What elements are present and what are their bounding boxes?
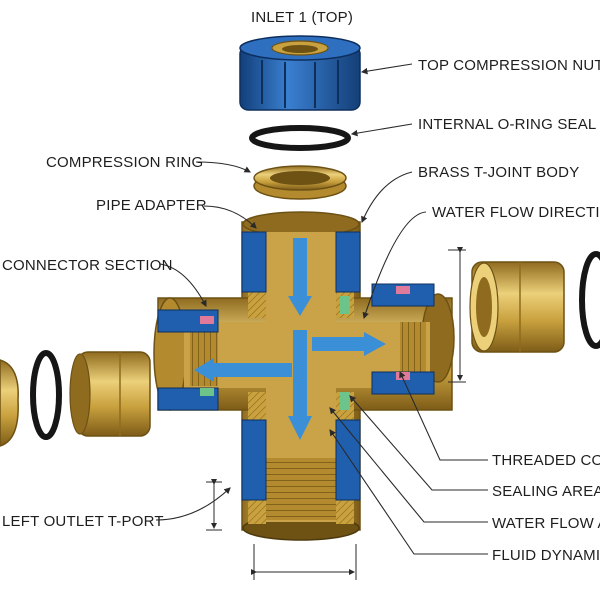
callout-labels: INLET 1 (TOP) TOP COMPRESSION NUT INTERN… bbox=[2, 9, 600, 564]
internal-oring-seal bbox=[249, 125, 351, 151]
label-brass-tjoint-body: BRASS T-JOINT BODY bbox=[418, 164, 579, 181]
top-compression-nut bbox=[239, 35, 361, 111]
leader-lines bbox=[155, 63, 488, 555]
left-end-fitting bbox=[0, 359, 19, 447]
label-connector-section: CONNECTOR SECTION bbox=[2, 257, 173, 274]
label-left-outlet-tport: LEFT OUTLET T-PORT bbox=[2, 513, 164, 530]
label-water-flow-direction: WATER FLOW DIRECTION bbox=[432, 204, 600, 221]
left-oring bbox=[30, 350, 62, 440]
label-sealing-areas: SEALING AREAS bbox=[492, 483, 600, 500]
dimension-lines bbox=[206, 247, 466, 580]
right-oring bbox=[579, 251, 600, 349]
label-internal-oring-seal: INTERNAL O-RING SEAL bbox=[418, 116, 596, 133]
water-flow-arrows bbox=[194, 238, 386, 440]
left-pipe-adapter bbox=[69, 351, 151, 437]
label-compression-ring: COMPRESSION RING bbox=[46, 154, 203, 171]
label-water-flow-a: WATER FLOW A bbox=[492, 515, 600, 532]
label-pipe-adapter: PIPE ADAPTER bbox=[96, 197, 207, 214]
label-threaded-con: THREADED CON bbox=[492, 452, 600, 469]
compression-ring bbox=[253, 165, 347, 200]
label-fluid-dynamic: FLUID DYNAMIC bbox=[492, 547, 600, 564]
label-inlet-top: INLET 1 (TOP) bbox=[251, 9, 353, 26]
label-top-compression-nut: TOP COMPRESSION NUT bbox=[418, 57, 600, 74]
right-pipe-adapter bbox=[469, 261, 565, 353]
